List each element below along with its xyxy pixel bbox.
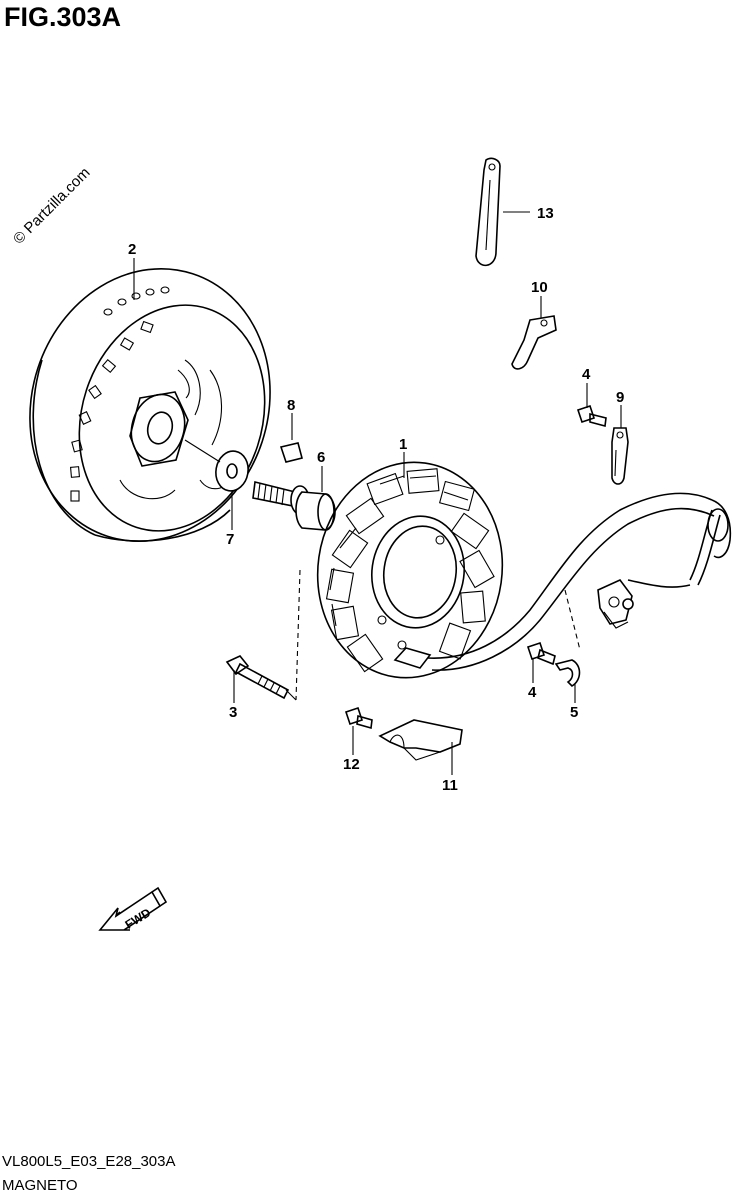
- washer-part: [184, 439, 249, 492]
- rotor-part: [29, 267, 271, 543]
- forward-arrow: FWD: [98, 886, 168, 932]
- callout-13: 13: [537, 205, 554, 222]
- clamp-part-10: [511, 315, 557, 370]
- leader-lines: [133, 211, 622, 775]
- bolt-part-4b: [526, 641, 556, 666]
- callout-labels: 2 1 8 6 7 3 13 10 4 9 4 5 12 11: [128, 205, 624, 794]
- bolt-part-12: [344, 706, 373, 730]
- bolt-part-4a: [576, 404, 607, 428]
- key-part: [279, 442, 303, 463]
- callout-8: 5: [570, 704, 578, 721]
- callout-6: 7: [226, 531, 234, 548]
- callout-10: 10: [531, 279, 548, 296]
- clamp-part-13: [475, 157, 501, 267]
- rotor-bolt-part: [252, 481, 336, 531]
- callout-1: 1: [399, 436, 407, 453]
- cover-part-11: [378, 719, 463, 761]
- callout-11: 11: [442, 777, 458, 794]
- figure-name: MAGNETO: [2, 1177, 78, 1194]
- bolt-part-3: [225, 655, 290, 700]
- callout-2: 2: [128, 241, 136, 258]
- callout-12: 12: [343, 756, 360, 773]
- callout-7: 8: [287, 397, 295, 414]
- callout-4-lower: 4: [528, 684, 537, 701]
- figure-title: FIG.303A: [4, 2, 122, 32]
- callout-9: 9: [616, 389, 624, 406]
- callout-5: 6: [317, 449, 325, 466]
- stator-part: [316, 461, 504, 679]
- clamp-part-9: [611, 427, 629, 485]
- callout-4-upper: 4: [582, 366, 591, 383]
- callout-3: 3: [229, 704, 237, 721]
- clamp-part-8: [554, 659, 581, 688]
- wire-harness: [285, 492, 732, 701]
- figure-code: VL800L5_E03_E28_303A: [2, 1153, 176, 1170]
